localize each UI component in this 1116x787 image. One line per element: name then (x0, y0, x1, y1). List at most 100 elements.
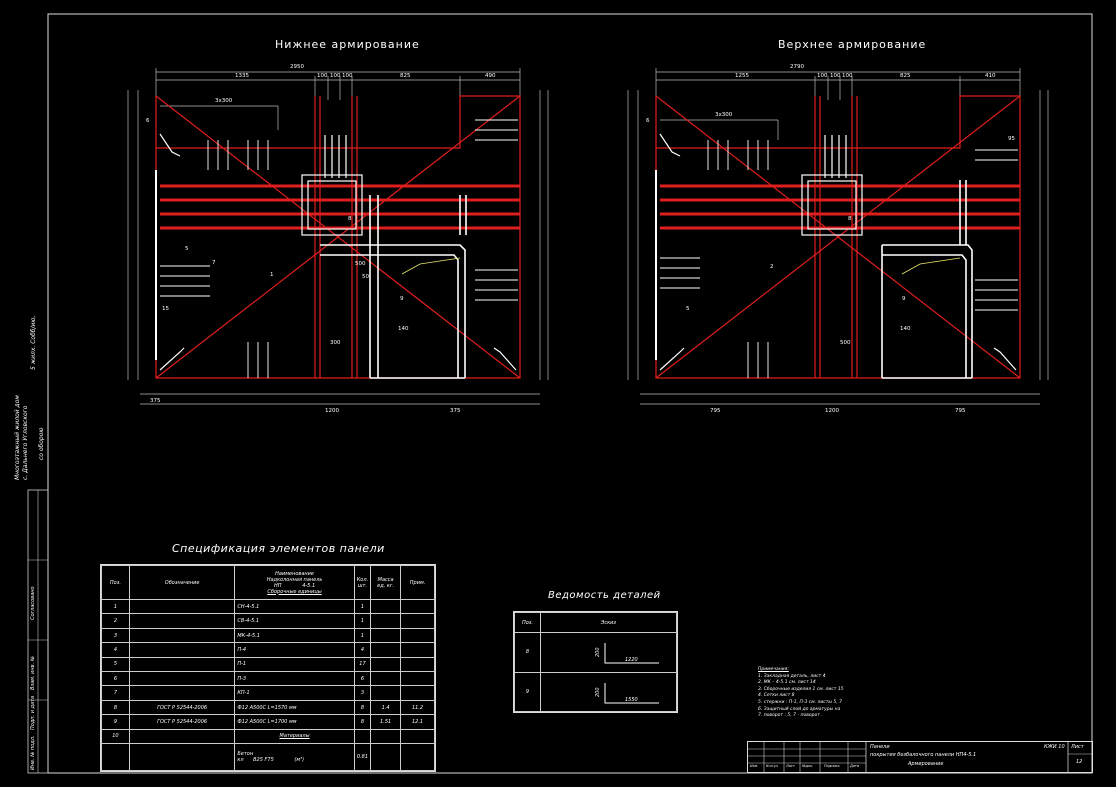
spec-cell: 7 (101, 685, 130, 701)
side-text-3: 5 жилх. Собб/ию, (30, 315, 37, 370)
spec-cell: 8 (353, 714, 372, 730)
spec-cell: КП-1 (234, 685, 355, 701)
dim-bottom-a-r: 795 (710, 408, 721, 414)
bottom-reinforcement-drawing: 2950 1335 100 100 100 825 490 3x300 375 … (127, 64, 549, 414)
spec-table: Поз. Обозначение Наименование Надколонна… (100, 564, 436, 772)
callout-140-r: 140 (900, 326, 911, 332)
side-text-1: Многоэтажный жилой дом (14, 395, 21, 480)
note-line: 3. Сборочные изделия 1 см. лист 15 (758, 686, 844, 692)
spec-cell: 6 (353, 671, 372, 687)
spec-cell: ГОСТ Р 52544-2006 (128, 699, 236, 716)
spec-cell (370, 627, 402, 644)
dim-bottom-b: 1200 (325, 408, 339, 414)
spec-cell: 1 (353, 627, 372, 644)
spec-cell: 10 (101, 728, 130, 745)
stamp-line3: Армирование (908, 761, 944, 767)
callout-9: 9 (400, 296, 404, 302)
side-label-sign: Подп. и дата (30, 695, 36, 730)
spec-cell: 5 (101, 656, 130, 673)
spec-h-name3: 4-5.1 (302, 582, 316, 589)
spec-cell (400, 627, 435, 644)
spec-cell: 11.2 (400, 699, 435, 716)
spec-cell (370, 656, 402, 673)
bar-sketch-8: 200 1220 (595, 643, 659, 664)
stamp-col-2: Лист (786, 764, 795, 768)
dim-bottom-b-r: 1200 (825, 408, 839, 414)
spec-cell (370, 642, 402, 658)
spec-cell: 1 (101, 598, 130, 615)
dim-top-2-r: 100 (817, 73, 828, 79)
dim-spacing-r: 3x300 (715, 112, 733, 118)
spec-material-unitlabel: кл (237, 757, 244, 764)
spec-cell (128, 598, 236, 615)
ved-title: Ведомость деталей (548, 590, 661, 601)
spec-h-name1: Надколонная панель (266, 576, 323, 583)
note-line: 7. поворот : 5, 7 - поворот . (758, 713, 823, 719)
spec-cell: П-4 (234, 642, 355, 658)
stamp-col-5: Дата (850, 764, 860, 768)
dim-top-6-r: 410 (985, 73, 996, 79)
spec-h-des: Обозначение (128, 565, 236, 600)
spec-cell: 17 (353, 656, 372, 673)
spec-h-name-cell: Наименование Надколонная панель НП 4-5.1… (234, 565, 355, 600)
spec-cell (128, 656, 236, 673)
spec-cell (370, 728, 402, 745)
title-block: Изм. Кол.уч Лист №док. Подпись Дата Пане… (747, 741, 1093, 773)
spec-cell: МК-4-5.1 (234, 627, 355, 644)
dim-bottom-c: 375 (450, 408, 461, 414)
spec-cell: Ф12 А500С L=1570 мм (234, 699, 355, 716)
title-block-grid (748, 742, 1092, 772)
spec-cell (370, 671, 402, 687)
note-line: 4. Сетки лист 8 (758, 693, 795, 699)
ved-len-9: 1550 (625, 697, 638, 703)
right-drawing-title: Верхнее армирование (778, 38, 927, 51)
callout-7: 7 (212, 260, 216, 266)
dim-total-top: 2950 (290, 64, 304, 70)
dim-top-1: 1335 (235, 73, 249, 79)
stamp-line1: Панели (870, 744, 890, 750)
stamp-line2: покрытия безбалочного панели НП4-5.1 (870, 752, 977, 758)
note-line: 6. Защитный слой до арматуры на (758, 706, 841, 712)
side-text-2: с. Дальнего Угловского (22, 405, 29, 480)
spec-h-qty: Кол. шт. (353, 565, 372, 600)
spec-cell (400, 656, 435, 673)
spec-h-pos: Поз. (101, 565, 130, 600)
spec-h-name: Наименование (275, 570, 314, 577)
note-line: Примечания: (758, 667, 789, 672)
spec-h-np-line: НП 4-5.1 (237, 583, 351, 589)
spec-cell: Ф12 А500С L=1700 мм (234, 714, 355, 730)
callout-15: 15 (162, 306, 169, 312)
stamp-code: КЖИ 10 (1044, 744, 1065, 750)
ved-sketch-9: 200 1550 (540, 671, 677, 712)
spec-material-grade: В25 F75 (253, 757, 274, 764)
spec-cell: 6 (101, 671, 130, 687)
left-drawing-title: Нижнее армирование (275, 38, 420, 51)
spec-cell (400, 642, 435, 658)
stamp-col-1: Кол.уч (766, 764, 779, 768)
spec-h-mass: Масса ед. кг. (370, 565, 402, 600)
spec-cell: СН-4-5.1 (234, 598, 355, 615)
spec-cell: 3 (101, 627, 130, 644)
top-reinforcement-drawing: 2790 1255 100 100 100 825 410 3x300 795 … (627, 64, 1049, 414)
spec-cell (128, 685, 236, 701)
spec-h-name2: НП (273, 582, 282, 589)
spec-cell: 8 (353, 699, 372, 716)
spec-cell: СВ-4-5.1 (234, 613, 355, 629)
spec-cell: 4 (101, 642, 130, 658)
callout-8-r: 8 (848, 216, 852, 222)
dim-top-5: 825 (400, 73, 411, 79)
callout-500-r: 500 (840, 340, 851, 346)
callout-300: 300 (330, 340, 341, 346)
spec-cell (128, 613, 236, 629)
callout-2-r: 2 (770, 264, 774, 270)
callout-50: 50 (362, 274, 369, 280)
spec-cell (128, 743, 236, 771)
